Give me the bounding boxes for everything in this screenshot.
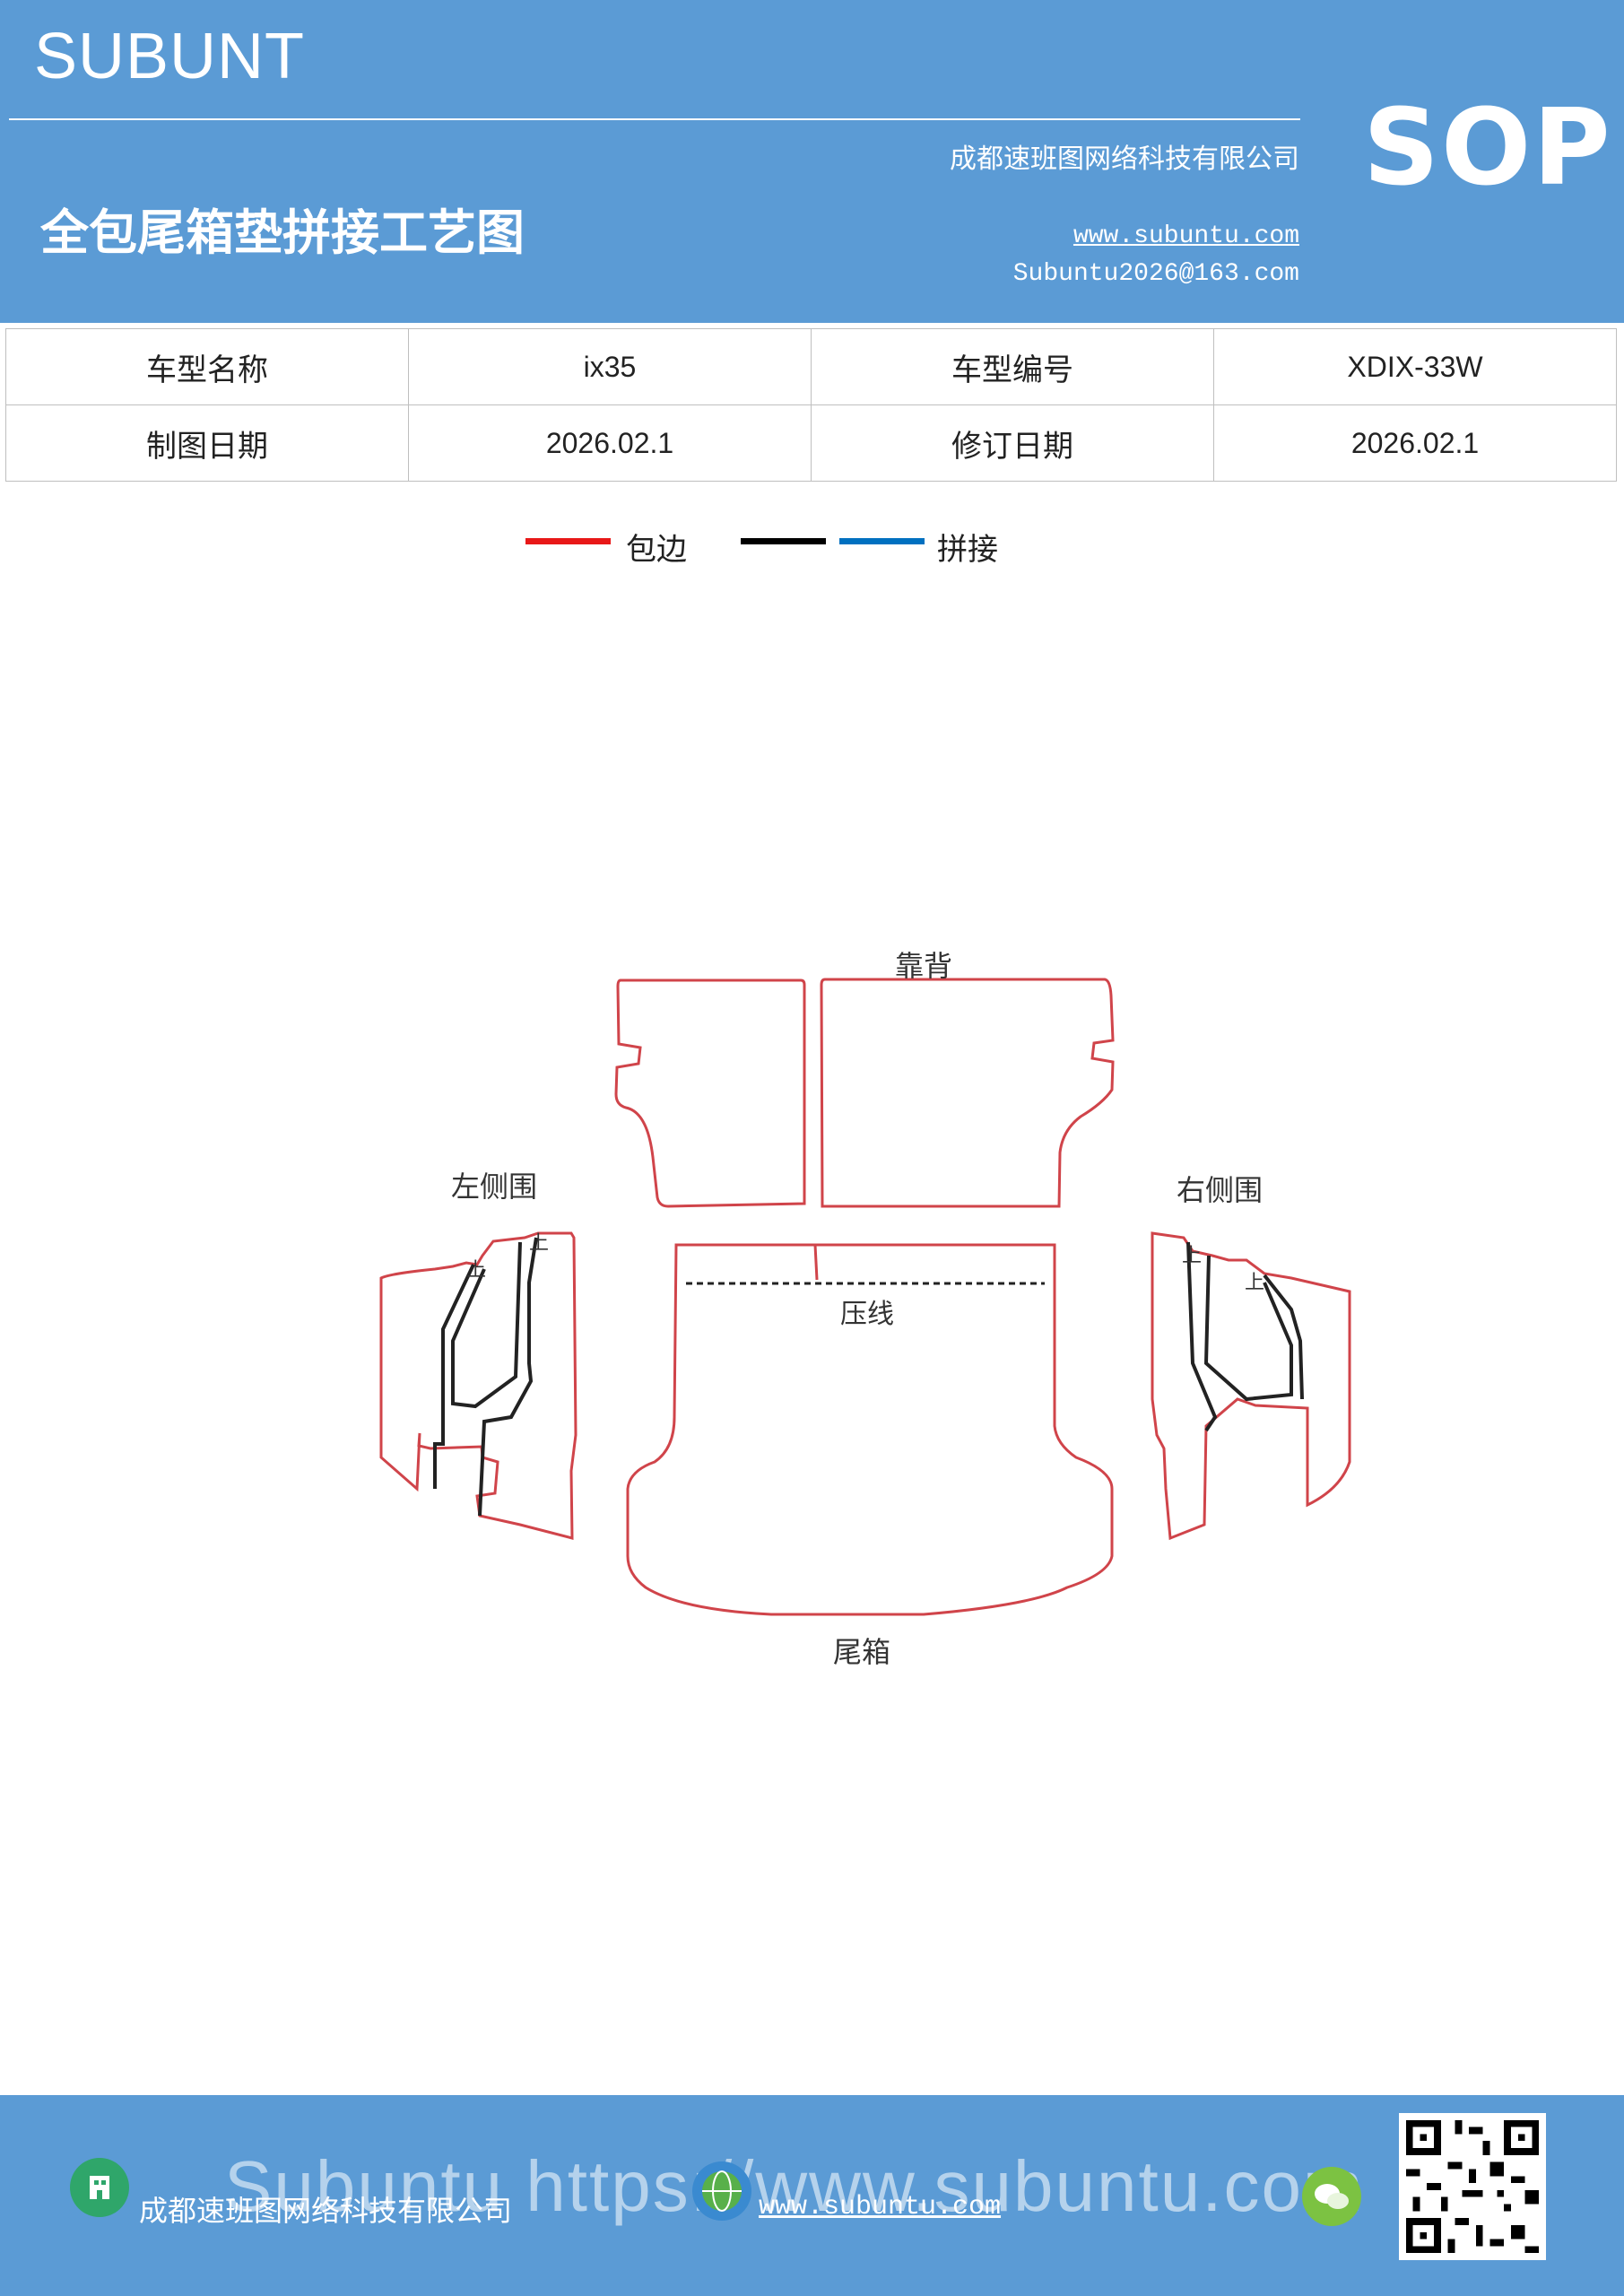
edge-legend-label: 包边 [626,532,687,568]
seam-swatch-blue [839,538,925,544]
left-side-label: 左侧围 [451,1170,538,1204]
model-name-label: 车型名称 [5,328,409,405]
right-seam-line-outer [1186,1241,1218,1432]
wechat-icon [1302,2167,1361,2226]
left-seam-line-mid [451,1241,522,1409]
model-name-value: ix35 [408,328,812,405]
legend: 包边 拼接 [0,527,1624,572]
revise-date-value: 2026.02.1 [1213,404,1617,482]
trunk-floor-panel [626,1243,1114,1616]
website-link[interactable]: www.subuntu.com [1073,222,1299,250]
trunk-label: 尾箱 [833,1635,891,1669]
header-divider [9,118,1300,120]
footer-company-name: 成都速班图网络科技有限公司 [139,2194,513,2228]
trunk-mat-diagram [379,978,1351,1616]
edge-swatch [525,538,611,544]
sop-badge: SOP [1363,85,1612,209]
email-address[interactable]: Subuntu2026@163.com [1012,260,1299,288]
left-seam-line-outer [433,1264,475,1489]
building-icon [70,2158,129,2217]
seam-swatch-black [741,538,826,544]
table-row: 车型名称 ix35 车型编号 XDIX-33W [5,328,1617,405]
left-seam-line-inner [478,1237,538,1517]
right-seam-line-inner [1263,1274,1304,1400]
backrest-right-panel [820,978,1115,1208]
up-mark-right-1: 上 [1182,1245,1203,1267]
vehicle-info-table: 车型名称 ix35 车型编号 XDIX-33W 制图日期 2026.02.1 修… [5,328,1617,482]
up-mark-left-2: 上 [529,1232,550,1255]
draw-date-value: 2026.02.1 [408,404,812,482]
footer-banner: Subuntu https://www.subuntu.com 成都速班图网络科… [0,2095,1624,2296]
model-code-value: XDIX-33W [1213,328,1617,405]
document-title: 全包尾箱垫拼接工艺图 [40,204,525,261]
seam-legend-label: 拼接 [937,532,998,568]
qr-code-image [1399,2113,1546,2260]
draw-date-label: 制图日期 [5,404,409,482]
backrest-label: 靠背 [895,949,953,983]
left-side-panel [379,1231,578,1540]
footer-watermark: Subuntu https://www.subuntu.com [224,2146,1365,2226]
backrest-left-panel [614,978,806,1208]
up-mark-right-2: 上 [1245,1272,1265,1294]
revise-date-label: 修订日期 [811,404,1214,482]
footer-website-link[interactable]: www.subuntu.com [759,2192,1002,2222]
table-row: 制图日期 2026.02.1 修订日期 2026.02.1 [5,404,1617,482]
header-banner: SUBUNT 全包尾箱垫拼接工艺图 成都速班图网络科技有限公司 www.subu… [0,0,1624,323]
brand-logo-text: SUBUNT [34,21,306,92]
up-mark-left-1: 上 [466,1259,487,1282]
right-side-label: 右侧围 [1177,1173,1264,1207]
right-seam-line-mid [1203,1255,1293,1402]
right-side-panel [1151,1231,1351,1541]
globe-icon [692,2161,751,2221]
model-code-label: 车型编号 [811,328,1214,405]
company-name: 成都速班图网络科技有限公司 [950,144,1299,175]
press-line-label: 压线 [840,1299,894,1330]
